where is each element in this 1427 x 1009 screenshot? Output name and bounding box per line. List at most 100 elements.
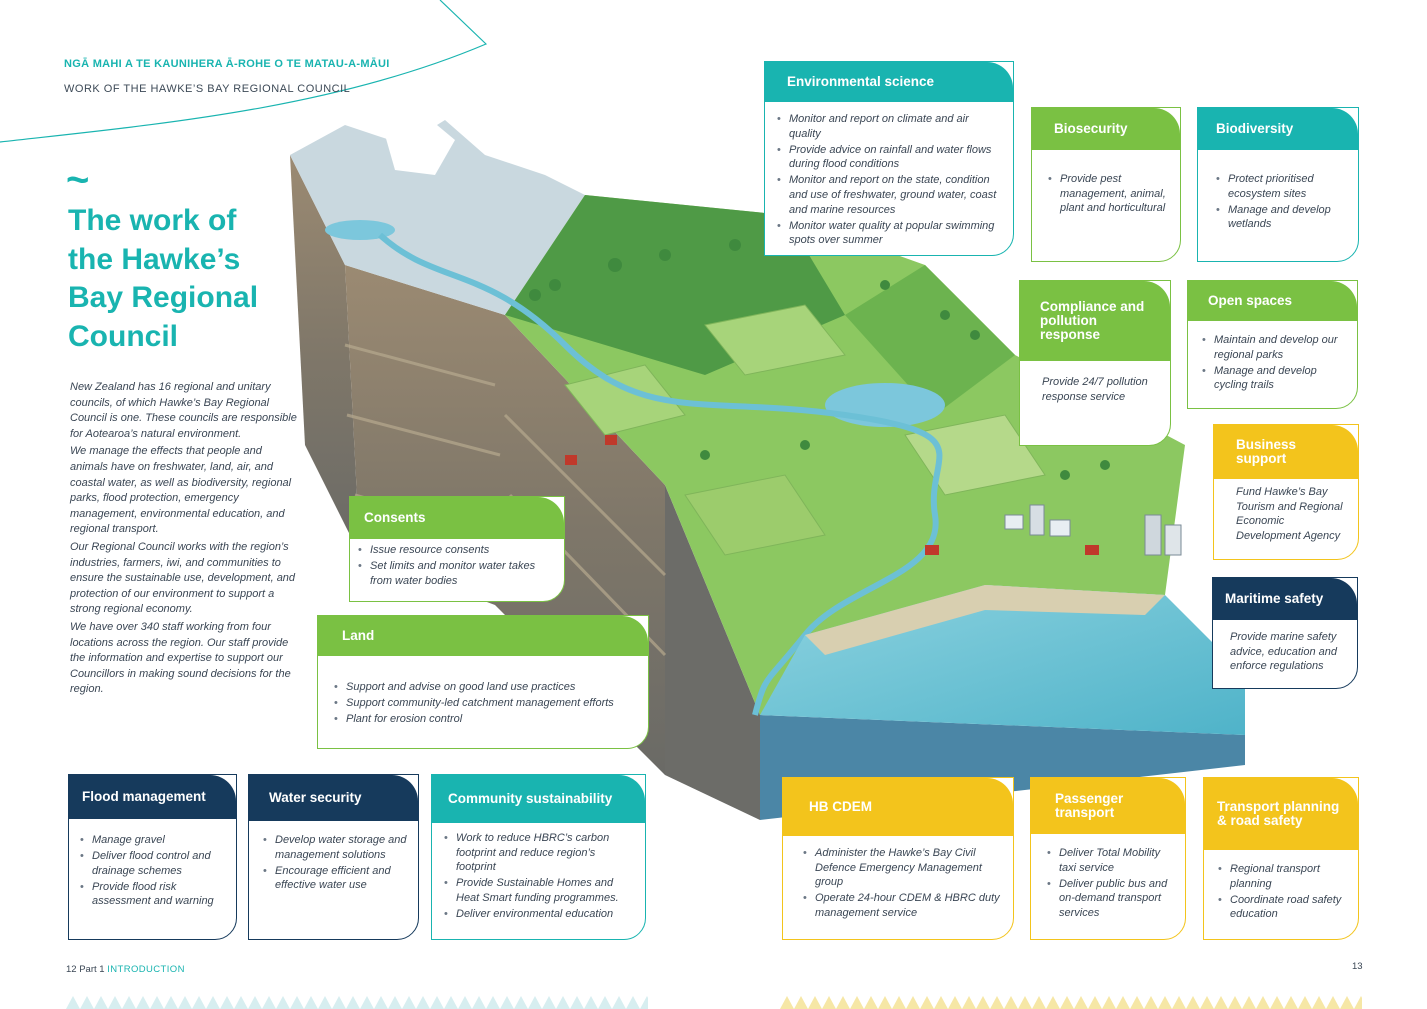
card-maritime-safety: Maritime safety Provide marine safety ad… bbox=[1212, 577, 1358, 689]
triangle-ornament bbox=[962, 996, 976, 1009]
card-consents: Consents Issue resource consents Set lim… bbox=[349, 496, 565, 602]
mountain-range bbox=[290, 120, 585, 315]
list-item: Provide Sustainable Homes and Heat Smart… bbox=[444, 876, 635, 905]
card-title: Consents bbox=[350, 497, 564, 539]
triangle-ornament bbox=[164, 996, 178, 1009]
list-item: Deliver public bus and on-demand transpo… bbox=[1047, 877, 1175, 921]
list-item: Plant for erosion control bbox=[334, 712, 638, 727]
triangle-ornament bbox=[206, 996, 220, 1009]
section-label: INTRODUCTION bbox=[107, 964, 185, 975]
triangle-ornament bbox=[1186, 996, 1200, 1009]
triangle-ornament bbox=[290, 996, 304, 1009]
triangle-ornament bbox=[808, 996, 822, 1009]
triangle-ornament bbox=[346, 996, 360, 1009]
river bbox=[377, 232, 943, 716]
triangle-pattern-left bbox=[66, 996, 648, 1009]
title-tilde-ornament: ~ bbox=[66, 158, 90, 202]
triangle-ornament bbox=[934, 996, 948, 1009]
triangle-ornament bbox=[836, 996, 850, 1009]
triangle-ornament bbox=[1312, 996, 1326, 1009]
triangle-ornament bbox=[374, 996, 388, 1009]
card-passenger-transport: Passenger transport Deliver Total Mobili… bbox=[1030, 777, 1186, 940]
triangle-ornament bbox=[262, 996, 276, 1009]
triangle-ornament bbox=[906, 996, 920, 1009]
triangle-ornament bbox=[1284, 996, 1298, 1009]
intro-paragraph: Our Regional Council works with the regi… bbox=[70, 540, 296, 616]
intro-paragraph: We manage the effects that people and an… bbox=[70, 445, 292, 536]
triangle-ornament bbox=[276, 996, 290, 1009]
triangle-ornament bbox=[584, 996, 598, 1009]
intro-paragraph: We have over 340 staff working from four… bbox=[70, 620, 291, 696]
page-title: The work of the Hawke’s Bay Regional Cou… bbox=[68, 204, 259, 353]
list-item: Provide advice on rainfall and water flo… bbox=[777, 143, 1003, 172]
triangle-ornament bbox=[570, 996, 584, 1009]
triangle-ornament bbox=[430, 996, 444, 1009]
list-item: Deliver environmental education bbox=[444, 907, 635, 922]
triangle-ornament bbox=[360, 996, 374, 1009]
triangle-ornament bbox=[892, 996, 906, 1009]
triangle-ornament bbox=[1032, 996, 1046, 1009]
page-number-left: 12 bbox=[66, 964, 77, 975]
list-item: Protect prioritised ecosystem sites bbox=[1216, 172, 1348, 201]
list-item: Encourage efficient and effective water … bbox=[263, 864, 408, 893]
triangle-ornament bbox=[1298, 996, 1312, 1009]
card-title: Biodiversity bbox=[1198, 108, 1358, 150]
triangle-ornament bbox=[514, 996, 528, 1009]
triangle-ornament bbox=[780, 996, 794, 1009]
intro-paragraph: New Zealand has 16 regional and unitary … bbox=[70, 381, 297, 440]
list-item: Maintain and develop our regional parks bbox=[1202, 333, 1347, 362]
triangle-ornament bbox=[878, 996, 892, 1009]
kicker-english: WORK OF THE HAWKE’S BAY REGIONAL COUNCIL bbox=[64, 83, 351, 95]
list-item: Set limits and monitor water takes from … bbox=[358, 559, 554, 588]
triangle-ornament bbox=[598, 996, 612, 1009]
triangle-ornament bbox=[1074, 996, 1088, 1009]
list-item: Manage and develop cycling trails bbox=[1202, 364, 1347, 393]
list-item: Monitor and report on the state, conditi… bbox=[777, 173, 1003, 217]
triangle-ornament bbox=[1004, 996, 1018, 1009]
soil-layer-left bbox=[290, 155, 360, 555]
triangle-ornament bbox=[304, 996, 318, 1009]
town-buildings bbox=[565, 435, 1182, 556]
triangle-ornament bbox=[976, 996, 990, 1009]
triangle-ornament bbox=[1088, 996, 1102, 1009]
triangle-ornament bbox=[234, 996, 248, 1009]
card-title: Water security bbox=[249, 775, 418, 821]
list-item: Manage gravel bbox=[80, 833, 226, 848]
triangle-ornament bbox=[318, 996, 332, 1009]
triangle-ornament bbox=[122, 996, 136, 1009]
triangle-ornament bbox=[108, 996, 122, 1009]
card-title: Land bbox=[318, 616, 648, 656]
triangle-ornament bbox=[640, 996, 648, 1009]
card-compliance: Compliance and pollution response Provid… bbox=[1019, 280, 1171, 446]
card-text: Fund Hawke’s Bay Tourism and Regional Ec… bbox=[1236, 486, 1343, 542]
triangle-ornament bbox=[864, 996, 878, 1009]
triangle-ornament bbox=[850, 996, 864, 1009]
list-item: Deliver flood control and drainage schem… bbox=[80, 849, 226, 878]
header-swoosh bbox=[0, 0, 488, 143]
triangle-ornament bbox=[1354, 996, 1362, 1009]
triangle-ornament bbox=[332, 996, 346, 1009]
triangle-ornament bbox=[990, 996, 1004, 1009]
triangle-ornament bbox=[248, 996, 262, 1009]
triangle-ornament bbox=[220, 996, 234, 1009]
triangle-ornament bbox=[388, 996, 402, 1009]
triangle-ornament bbox=[94, 996, 108, 1009]
triangle-ornament bbox=[1102, 996, 1116, 1009]
triangle-ornament bbox=[1270, 996, 1284, 1009]
card-title: HB CDEM bbox=[783, 778, 1013, 836]
triangle-ornament bbox=[920, 996, 934, 1009]
triangle-ornament bbox=[192, 996, 206, 1009]
card-title: Flood management bbox=[69, 775, 236, 819]
triangle-ornament bbox=[1200, 996, 1214, 1009]
triangle-ornament bbox=[500, 996, 514, 1009]
triangle-ornament bbox=[150, 996, 164, 1009]
list-item: Develop water storage and management sol… bbox=[263, 833, 408, 862]
list-item: Administer the Hawke’s Bay Civil Defence… bbox=[803, 846, 1003, 890]
card-biosecurity: Biosecurity Provide pest management, ani… bbox=[1031, 107, 1181, 262]
card-transport-planning: Transport planning & road safety Regiona… bbox=[1203, 777, 1359, 940]
triangle-ornament bbox=[136, 996, 150, 1009]
triangle-pattern-right bbox=[780, 996, 1362, 1009]
list-item: Coordinate road safety education bbox=[1218, 893, 1348, 922]
triangle-ornament bbox=[1256, 996, 1270, 1009]
list-item: Support community-led catchment manageme… bbox=[334, 696, 638, 711]
